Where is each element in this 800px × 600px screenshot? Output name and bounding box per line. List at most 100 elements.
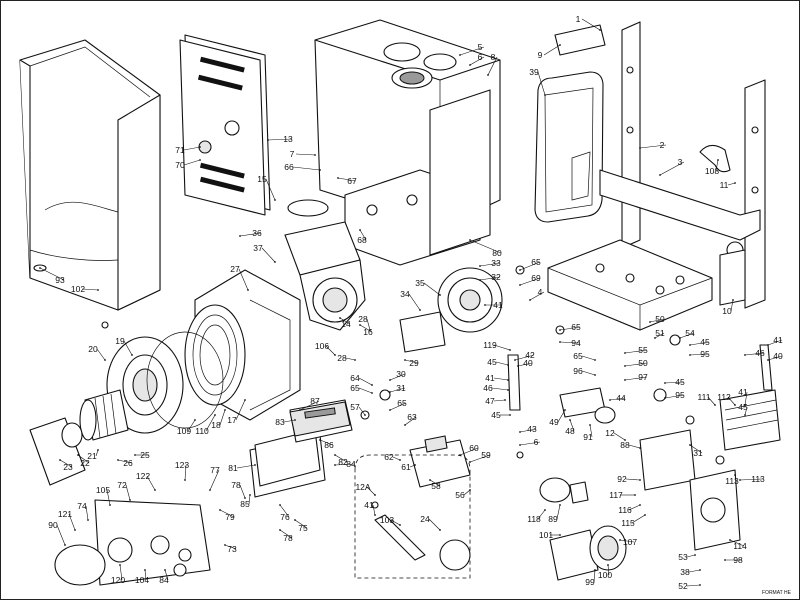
callout-leader-line [543,44,561,56]
callout-number: 72 [117,480,127,490]
callout-number: 82 [338,457,348,467]
callout-number: 99 [585,577,595,587]
callout-number: 30 [396,369,406,379]
callout-anchor-dot [599,29,601,31]
callout-number: 4 [538,287,543,297]
callout-anchor-dot [371,384,373,386]
callout-number: 28 [358,314,368,324]
callout-anchor-dot [294,419,296,421]
callout-anchor-dot [744,404,746,406]
callout-leader-line [559,341,581,344]
callout-leader-line [659,161,685,176]
burner-door [399,267,503,353]
callout-leader-line [295,153,316,156]
callout-anchor-dot [314,154,316,156]
callout-anchor-dot [404,359,406,361]
callout-number: 85 [240,499,250,509]
callout-anchor-dot [517,365,519,367]
callout-leader-line [95,449,99,457]
callout-leader-line [423,282,441,296]
callout-anchor-dot [507,364,509,366]
callout-number: 22 [80,458,90,468]
callout-number: 65 [573,351,583,361]
rear-chassis-frame [599,21,766,309]
callout-leader-line [654,332,665,339]
callout-leader-line [581,18,601,31]
callout-anchor-dot [767,359,769,361]
callout-anchor-dot [559,534,561,536]
callout-leader-line [279,504,290,518]
callout-leader-line [366,486,376,496]
callout-number: 107 [623,537,637,547]
callout-leader-line [68,513,76,531]
callout-anchor-dot [689,344,691,346]
callout-leader-line [358,406,366,416]
callout-anchor-dot [359,229,361,231]
callout-anchor-dot [507,379,509,381]
callout-number: 113 [751,474,765,484]
callout-number: 56 [455,490,465,500]
callout-anchor-dot [319,439,321,441]
callout-number: 25 [140,450,150,460]
callout-number: 10 [722,306,732,316]
callout-number: 95 [675,390,685,400]
callout-anchor-dot [714,404,716,406]
callout-number: 114 [733,541,747,551]
callout-anchor-dot [624,439,626,441]
callout-number: 74 [77,501,87,511]
callout-anchor-dot [354,359,356,361]
callout-number: 18 [211,420,221,430]
callout-leader-line [265,178,276,201]
callout-anchor-dot [469,489,471,491]
callout-leader-line [557,409,566,423]
callout-leader-line [628,444,641,449]
callout-anchor-dot [487,74,489,76]
callout-number: 83 [275,417,285,427]
callout-anchor-dot [699,584,701,586]
callout-number: 81 [228,463,238,473]
callout-leader-line [609,397,626,401]
callout-anchor-dot [469,461,471,463]
callout-number: 78 [283,533,293,543]
callout-anchor-dot [194,419,196,421]
callout-number: 29 [409,358,419,368]
callout-leader-line [164,569,169,581]
callout-anchor-dot [519,269,521,271]
callout-number: 97 [638,372,648,382]
callout-number: 44 [616,393,626,403]
callout-leader-line [767,355,783,361]
callout-leader-line [493,344,511,351]
callout-leader-line [581,355,596,361]
callout-anchor-dot [529,299,531,301]
callout-leader-line [493,399,506,402]
callout-number: 70 [175,160,185,170]
callout-anchor-dot [509,414,511,416]
callout-leader-line [219,409,226,426]
callout-anchor-dot [64,544,66,546]
callout-number: 45 [491,410,501,420]
callout-number: 37 [253,243,263,253]
callout-number: 12A [355,482,370,492]
callout-anchor-dot [519,444,521,446]
callout-number: 100 [598,570,612,580]
callout-anchor-dot [634,494,636,496]
callout-number: 32 [491,272,501,282]
callout-anchor-dot [247,289,249,291]
callout-number: 35 [415,278,425,288]
callout-anchor-dot [619,539,621,541]
callout-number: 66 [284,162,294,172]
callout-anchor-dot [164,569,166,571]
callout-anchor-dot [559,329,561,331]
callout-anchor-dot [404,424,406,426]
callout-number: 69 [531,273,541,283]
callout-number: 50 [638,358,648,368]
callout-number: 41 [773,335,783,345]
callout-number: 31 [396,383,406,393]
callout-number: 54 [685,328,695,338]
callout-anchor-dot [559,44,561,46]
callout-anchor-dot [87,519,89,521]
callout-number: 45 [738,402,748,412]
callout-anchor-dot [154,489,156,491]
callout-number: 3 [678,157,683,167]
callout-number: 88 [620,440,630,450]
